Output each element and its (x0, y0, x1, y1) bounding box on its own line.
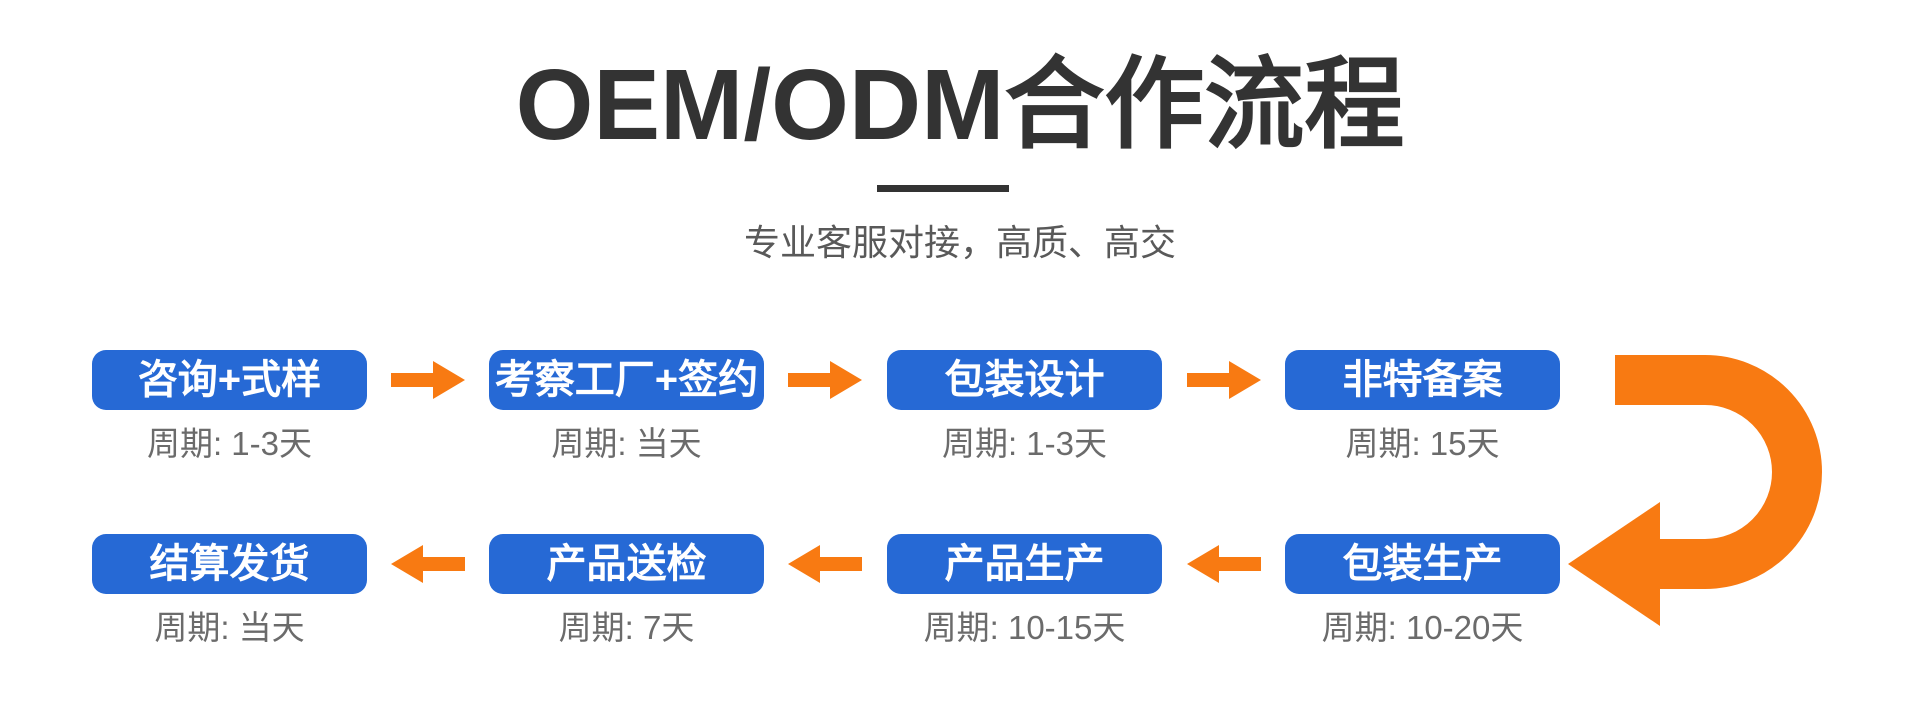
arrow-right-icon (788, 360, 862, 400)
step-cycle-text: 周期: 当天 (154, 609, 305, 646)
step-label-badge: 产品生产 (887, 534, 1162, 594)
step-label-badge: 包装生产 (1285, 534, 1560, 594)
step-cycle-text: 周期: 7天 (558, 609, 695, 646)
arrow-left-icon (391, 544, 465, 584)
step-label-badge: 结算发货 (92, 534, 367, 594)
step-cycle-text: 周期: 10-15天 (923, 609, 1126, 646)
step-cycle-text: 周期: 15天 (1345, 425, 1500, 462)
step-label-badge: 咨询+式样 (92, 350, 367, 410)
arrow-right-icon (391, 360, 465, 400)
arrow-left-icon (1187, 544, 1261, 584)
page-subtitle: 专业客服对接，高质、高交 (743, 222, 1176, 263)
page-title: OEM/ODM合作流程 (515, 49, 1405, 161)
step-label-badge: 产品送检 (489, 534, 764, 594)
step-cycle-text: 周期: 1-3天 (941, 425, 1108, 462)
title-divider (877, 185, 1009, 192)
arrow-left-icon (788, 544, 862, 584)
step-cycle-text: 周期: 1-3天 (146, 425, 313, 462)
step-cycle-text: 周期: 当天 (551, 425, 702, 462)
step-label-badge: 包装设计 (887, 350, 1162, 410)
step-label-badge: 非特备案 (1285, 350, 1560, 410)
u-turn-arrow-icon (1560, 340, 1840, 640)
step-cycle-text: 周期: 10-20天 (1321, 609, 1524, 646)
arrow-right-icon (1187, 360, 1261, 400)
step-label-badge: 考察工厂+签约 (489, 350, 764, 410)
